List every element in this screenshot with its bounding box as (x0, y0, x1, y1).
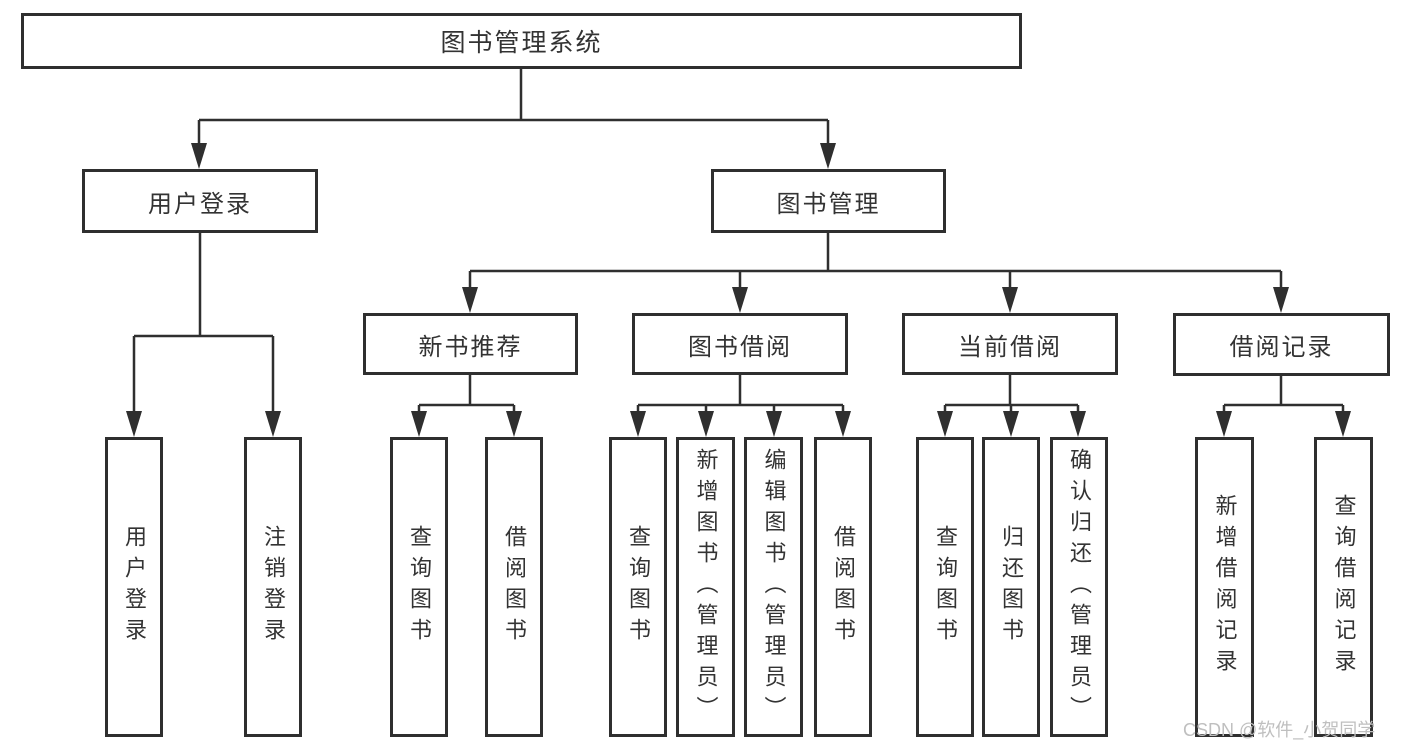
leaf-user-login: 用户登录 (105, 437, 163, 737)
node-book-management: 图书管理 (711, 169, 946, 233)
node-borrow-records-label: 借阅记录 (1229, 334, 1334, 361)
leaf-logout: 注销登录 (244, 437, 302, 737)
leaf-add-book-admin: 新增图书（管理员） (676, 437, 735, 737)
leaf-borrow-book-recommend: 借阅图书 (485, 437, 543, 737)
leaf-borrow-book: 借阅图书 (814, 437, 872, 737)
node-new-book-recommend: 新书推荐 (363, 313, 578, 375)
leaf-logout-label: 注销登录 (261, 525, 286, 649)
arrow-heads (126, 143, 1351, 437)
leaf-query-borrow-record-label: 查询借阅记录 (1331, 494, 1357, 680)
leaf-query-book-recommend-label: 查询图书 (407, 525, 432, 649)
leaf-confirm-return-admin-label: 确认归还（管理员） (1067, 447, 1092, 727)
leaf-edit-book-admin-label: 编辑图书（管理员） (761, 447, 787, 727)
leaf-query-book-recommend: 查询图书 (390, 437, 448, 737)
node-current-borrowing-label: 当前借阅 (958, 333, 1062, 361)
node-root-label: 图书管理系统 (440, 29, 603, 57)
leaf-user-login-label: 用户登录 (122, 525, 147, 649)
leaf-confirm-return-admin: 确认归还（管理员） (1050, 437, 1108, 737)
leaf-query-book-current-label: 查询图书 (933, 525, 958, 649)
leaf-edit-book-admin: 编辑图书（管理员） (744, 437, 803, 737)
csdn-watermark: CSDN @软件_小贺同学 (1183, 720, 1376, 740)
leaf-query-book-borrowing: 查询图书 (609, 437, 667, 737)
node-borrow-records: 借阅记录 (1173, 313, 1390, 376)
leaf-return-book-label: 归还图书 (999, 525, 1024, 649)
leaf-query-book-borrowing-label: 查询图书 (626, 525, 651, 649)
leaf-return-book: 归还图书 (982, 437, 1040, 737)
leaf-query-book-current: 查询图书 (916, 437, 974, 737)
leaf-add-book-admin-label: 新增图书（管理员） (693, 447, 719, 727)
leaf-borrow-book-recommend-label: 借阅图书 (502, 525, 527, 649)
node-new-book-recommend-label: 新书推荐 (418, 333, 523, 361)
leaf-query-borrow-record: 查询借阅记录 (1314, 437, 1373, 737)
tree-edges (132, 69, 1345, 413)
node-user-login: 用户登录 (82, 169, 318, 233)
node-book-management-label: 图书管理 (776, 190, 881, 218)
node-current-borrowing: 当前借阅 (902, 313, 1118, 375)
node-root: 图书管理系统 (21, 13, 1022, 69)
node-user-login-label: 用户登录 (148, 190, 252, 218)
node-book-borrowing: 图书借阅 (632, 313, 848, 375)
node-book-borrowing-label: 图书借阅 (688, 333, 792, 361)
leaf-borrow-book-label: 借阅图书 (831, 525, 856, 649)
leaf-add-borrow-record-label: 新增借阅记录 (1212, 494, 1238, 680)
leaf-add-borrow-record: 新增借阅记录 (1195, 437, 1254, 737)
